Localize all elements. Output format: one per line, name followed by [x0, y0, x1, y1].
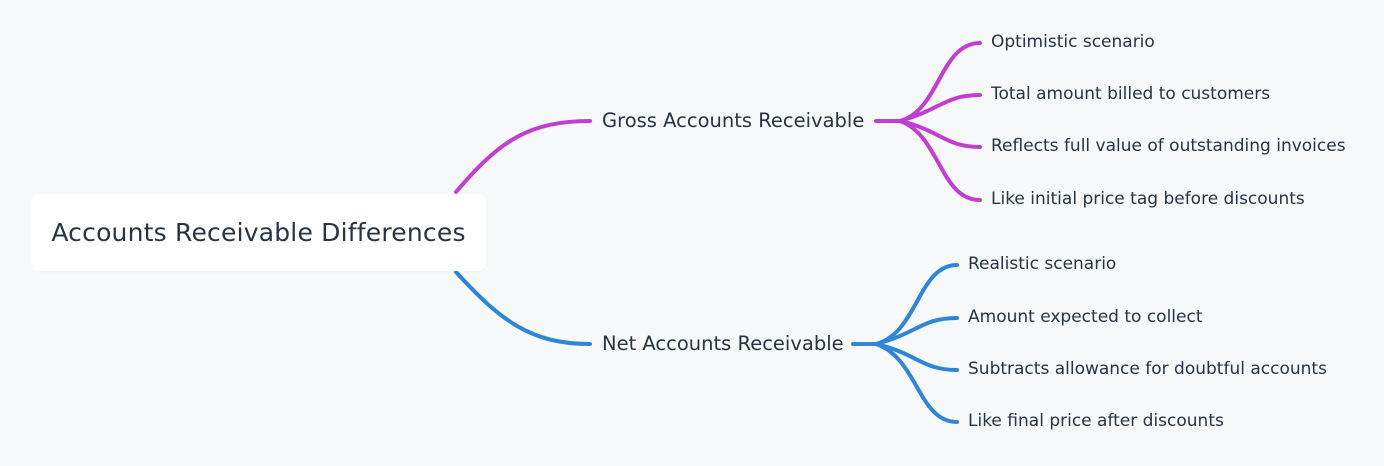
- leaf-node[interactable]: Like final price after discounts: [968, 411, 1224, 431]
- branch-node-net[interactable]: Net Accounts Receivable: [602, 332, 844, 355]
- leaf-node[interactable]: Amount expected to collect: [968, 307, 1203, 327]
- leaf-node[interactable]: Realistic scenario: [968, 254, 1117, 274]
- root-node-label: Accounts Receivable Differences: [51, 218, 466, 247]
- leaf-node[interactable]: Subtracts allowance for doubtful account…: [968, 359, 1327, 379]
- leaf-node[interactable]: Total amount billed to customers: [991, 84, 1271, 104]
- branch-node-gross[interactable]: Gross Accounts Receivable: [602, 109, 865, 132]
- leaf-node[interactable]: Reflects full value of outstanding invoi…: [991, 136, 1346, 156]
- leaf-node[interactable]: Like initial price tag before discounts: [991, 189, 1305, 209]
- leaf-node[interactable]: Optimistic scenario: [991, 32, 1155, 52]
- root-node[interactable]: Accounts Receivable Differences: [31, 194, 486, 271]
